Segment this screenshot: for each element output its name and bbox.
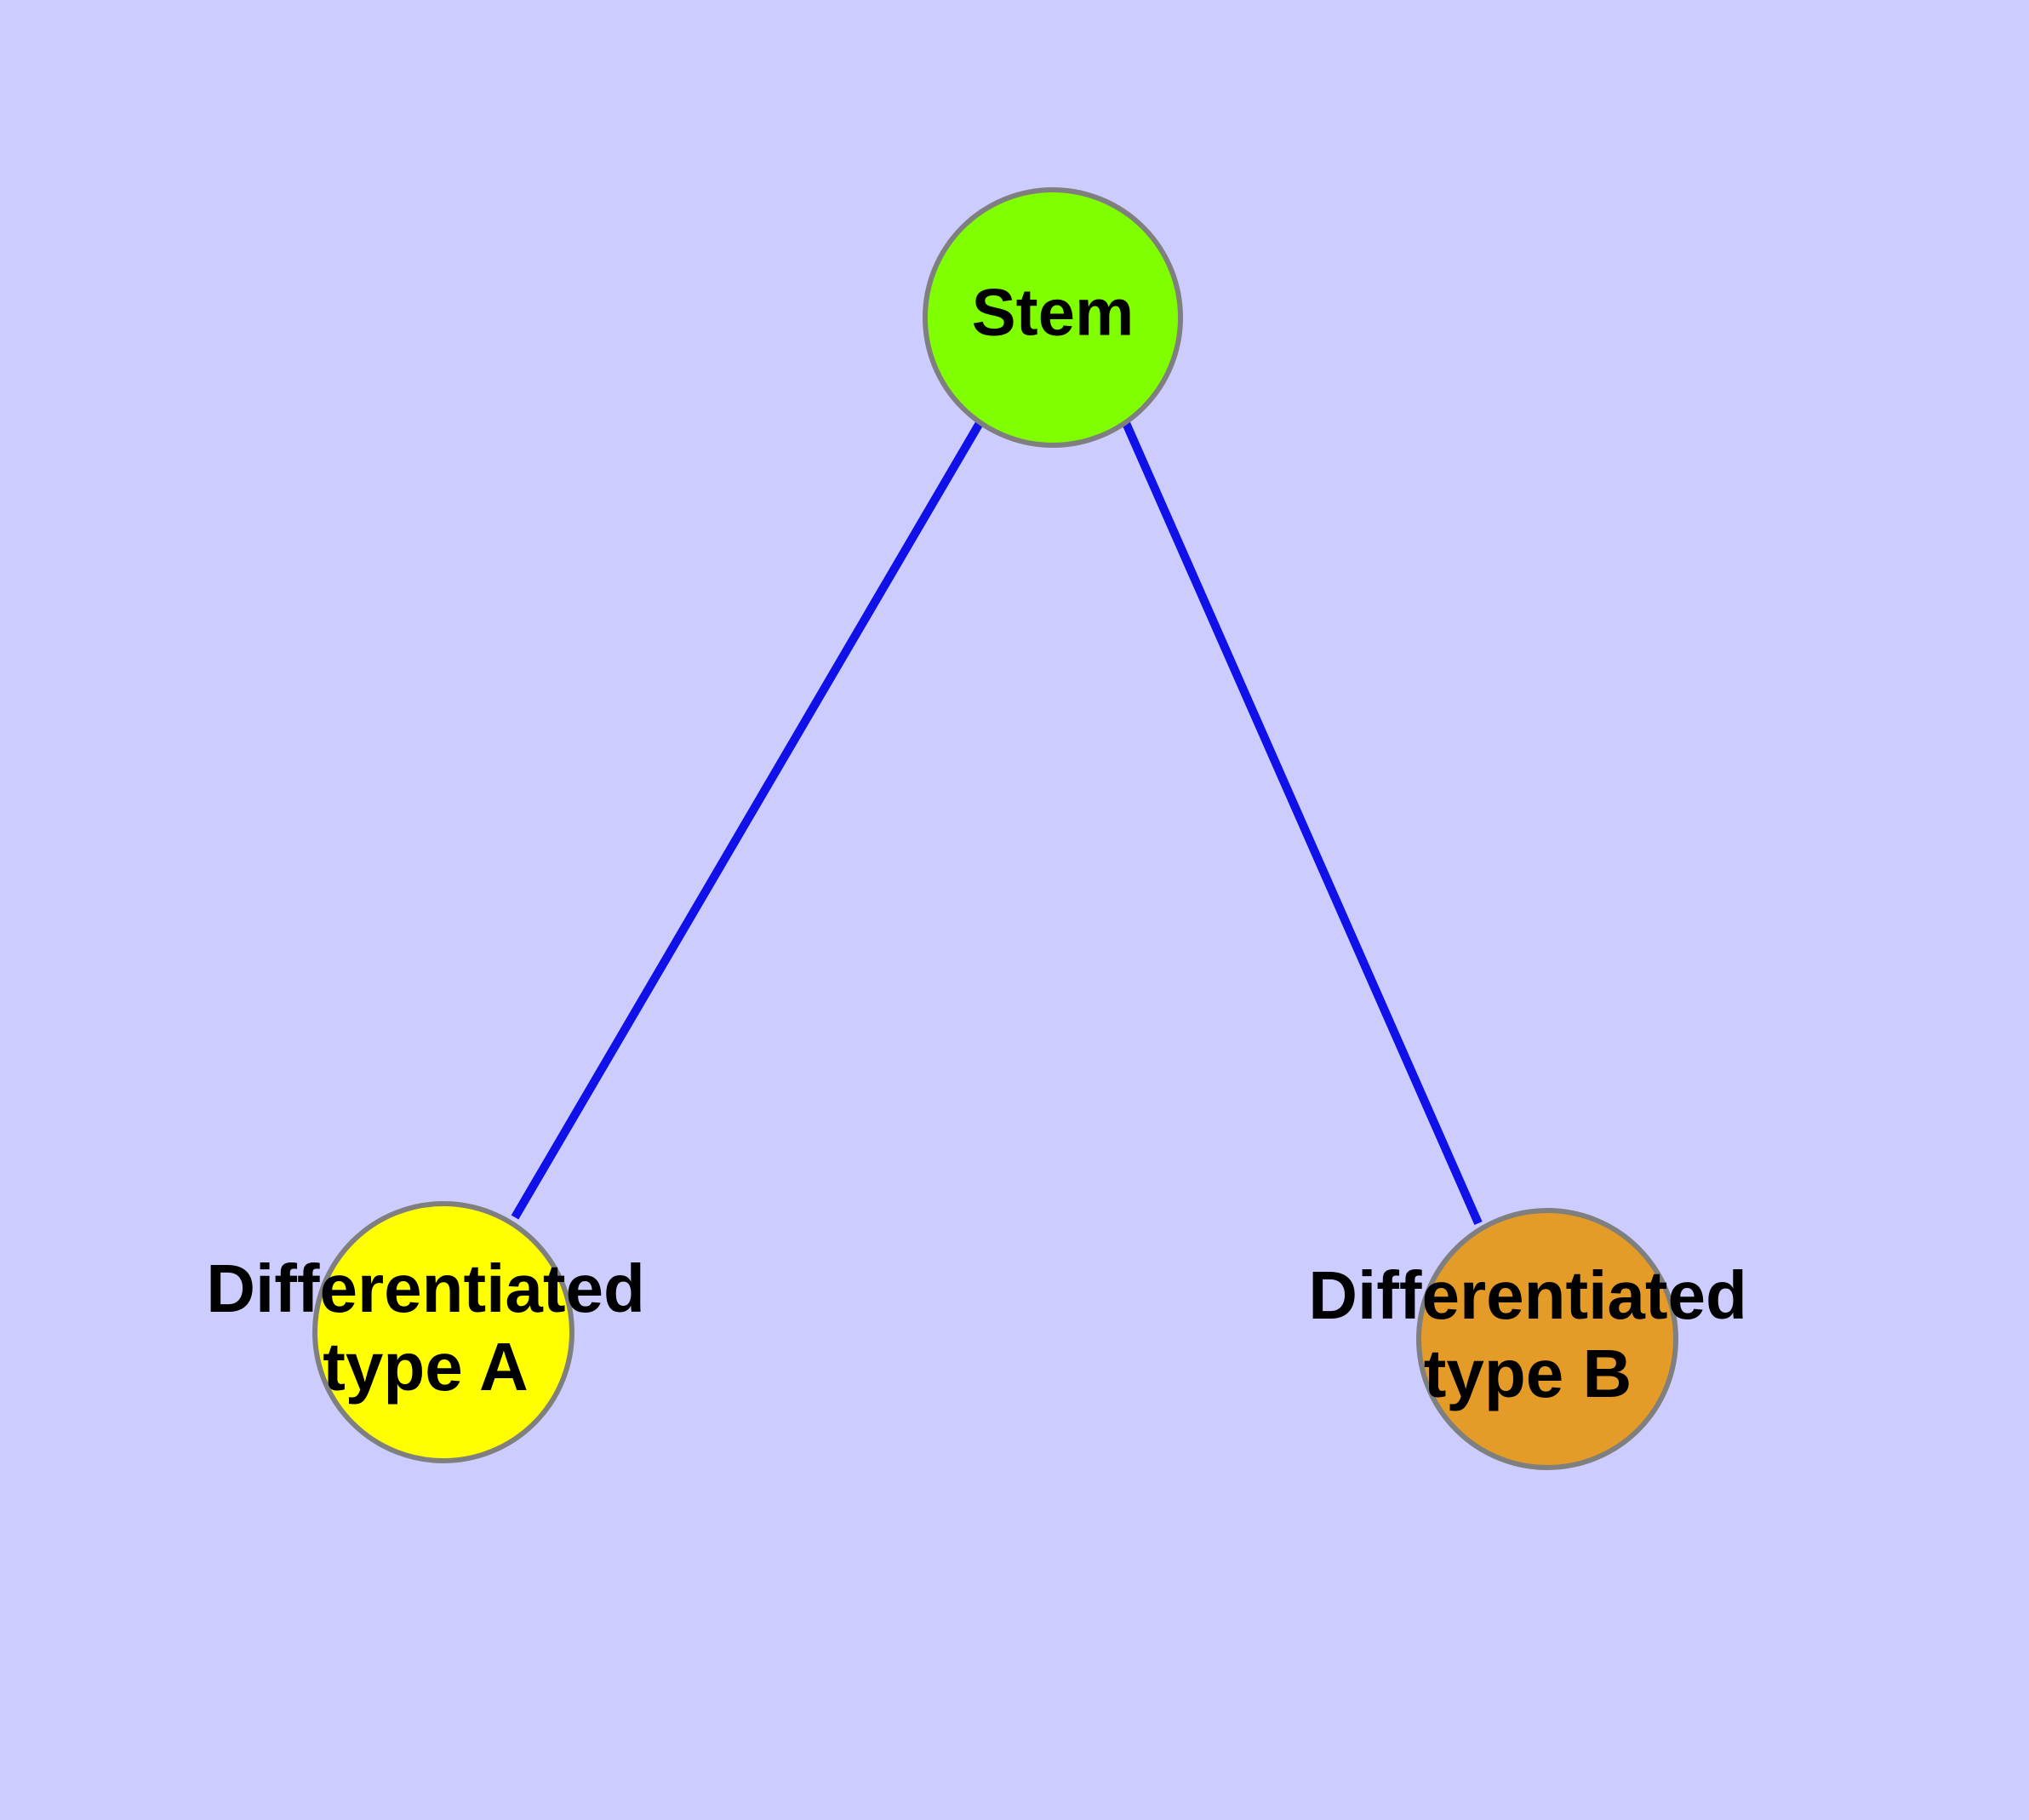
node-type-b-circle[interactable] xyxy=(1416,1208,1678,1470)
node-stem-circle[interactable] xyxy=(923,187,1183,448)
edge-layer xyxy=(511,421,1483,1226)
node-stem-label: Stem xyxy=(972,275,1135,350)
node-type-a-circle[interactable] xyxy=(312,1201,574,1463)
edge-stem-to-type-b xyxy=(1122,421,1483,1226)
node-stem[interactable]: Stem xyxy=(923,187,1183,448)
edge-stem-to-type-a xyxy=(511,421,984,1220)
